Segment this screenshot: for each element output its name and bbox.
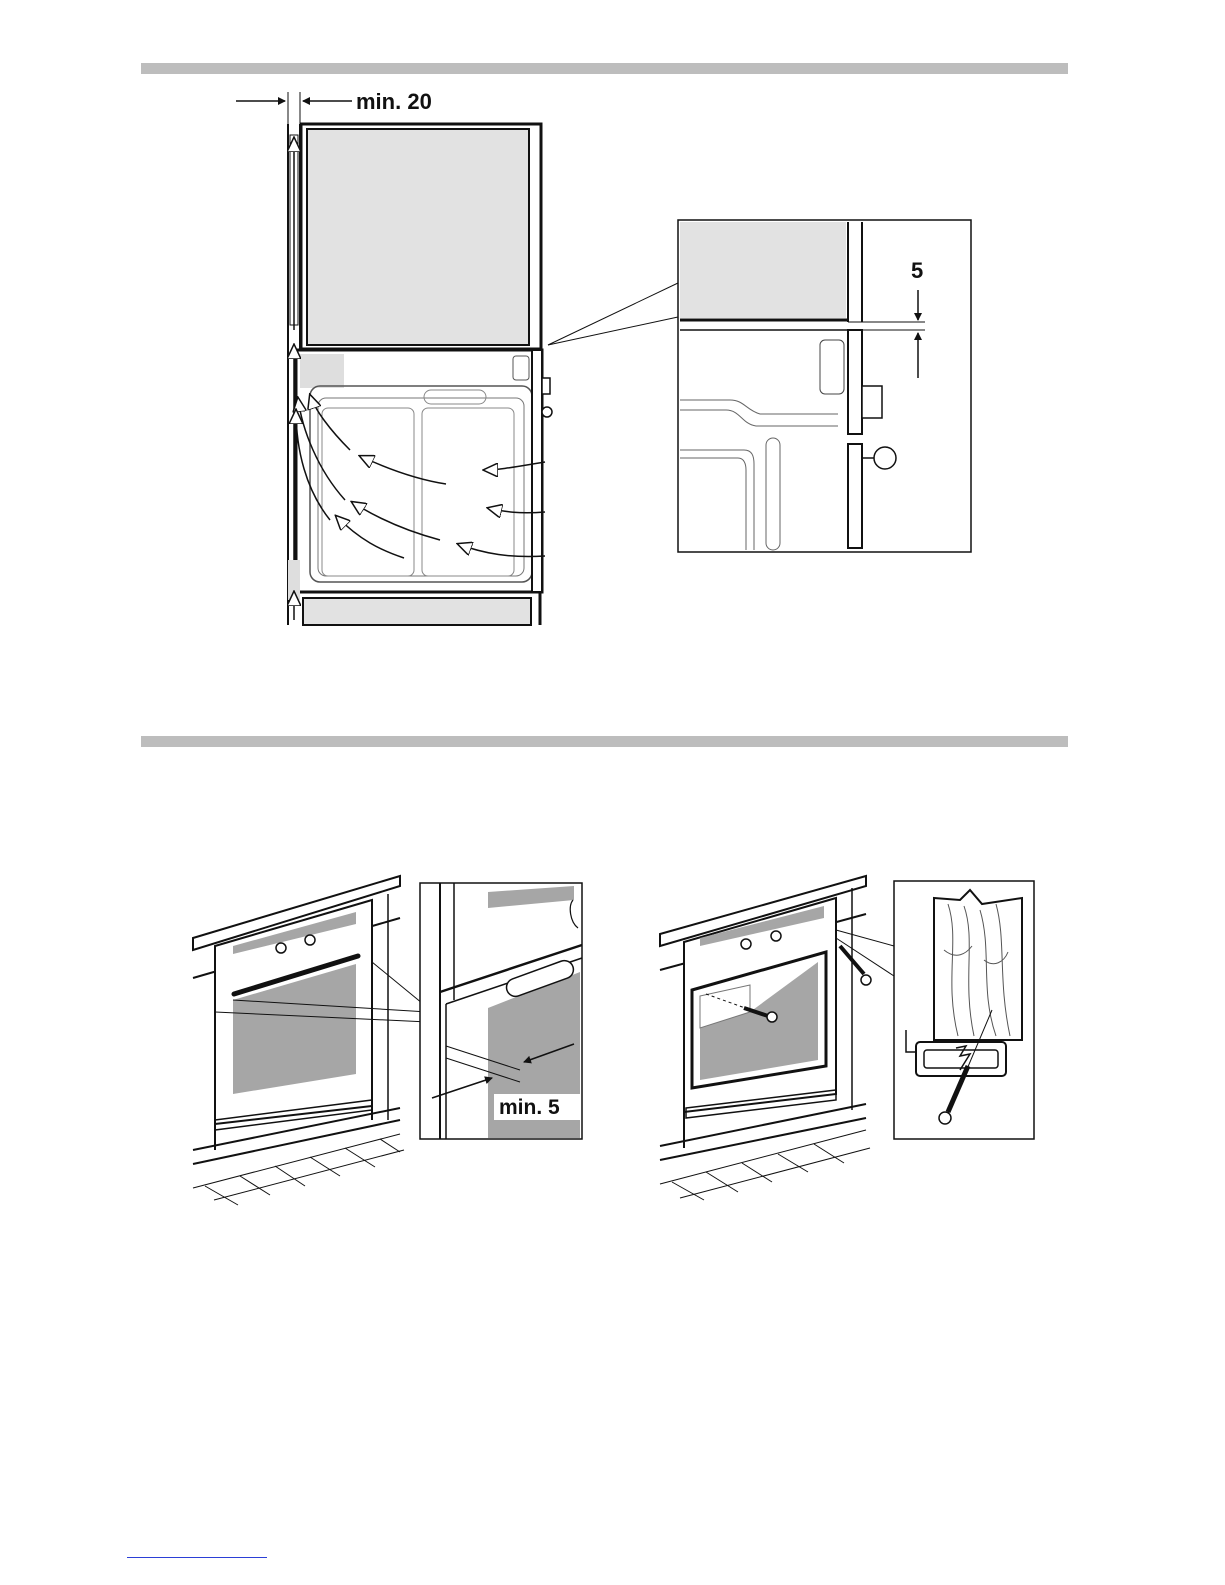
wood-panel bbox=[934, 890, 1022, 1040]
knob-icon bbox=[542, 407, 552, 417]
min-5-label: min. 5 bbox=[499, 1096, 560, 1119]
detail-leader-lower bbox=[548, 317, 678, 345]
detail-inset-gap-min-5: min. 5 bbox=[420, 883, 582, 1139]
screw-icon-outer bbox=[840, 946, 871, 985]
knob-icon-left bbox=[276, 943, 286, 953]
detail-inset-screw-wood bbox=[894, 881, 1034, 1139]
detail-latch bbox=[862, 386, 882, 418]
detail-cabinet-panel bbox=[680, 222, 846, 318]
min-20-dimension: min. 20 bbox=[236, 89, 432, 124]
cabinet-airflow-diagram: min. 20 bbox=[236, 89, 678, 625]
detail-door-edge-lower bbox=[848, 444, 862, 548]
gap-5-label: 5 bbox=[911, 258, 923, 283]
detail-knob-icon bbox=[874, 447, 896, 469]
oven-vent-shade bbox=[300, 354, 344, 388]
oven-alignment-diagram bbox=[193, 876, 428, 1205]
upper-cabinet-panel bbox=[307, 129, 529, 345]
oven-screw-fixing-diagram bbox=[660, 876, 894, 1200]
min-20-label: min. 20 bbox=[356, 89, 432, 114]
door-latch bbox=[542, 378, 550, 394]
floor-tiles bbox=[193, 1134, 404, 1205]
knob-icon-right bbox=[305, 935, 315, 945]
lower-cabinet-panel bbox=[303, 598, 531, 625]
knob-icon-b bbox=[771, 931, 781, 941]
detail-leader-upper bbox=[548, 283, 678, 345]
detail-inset-gap-5: 5 bbox=[678, 220, 971, 552]
knob-icon-a bbox=[741, 939, 751, 949]
detail-door-edge bbox=[848, 330, 862, 434]
footer-link-underline bbox=[127, 1557, 267, 1558]
